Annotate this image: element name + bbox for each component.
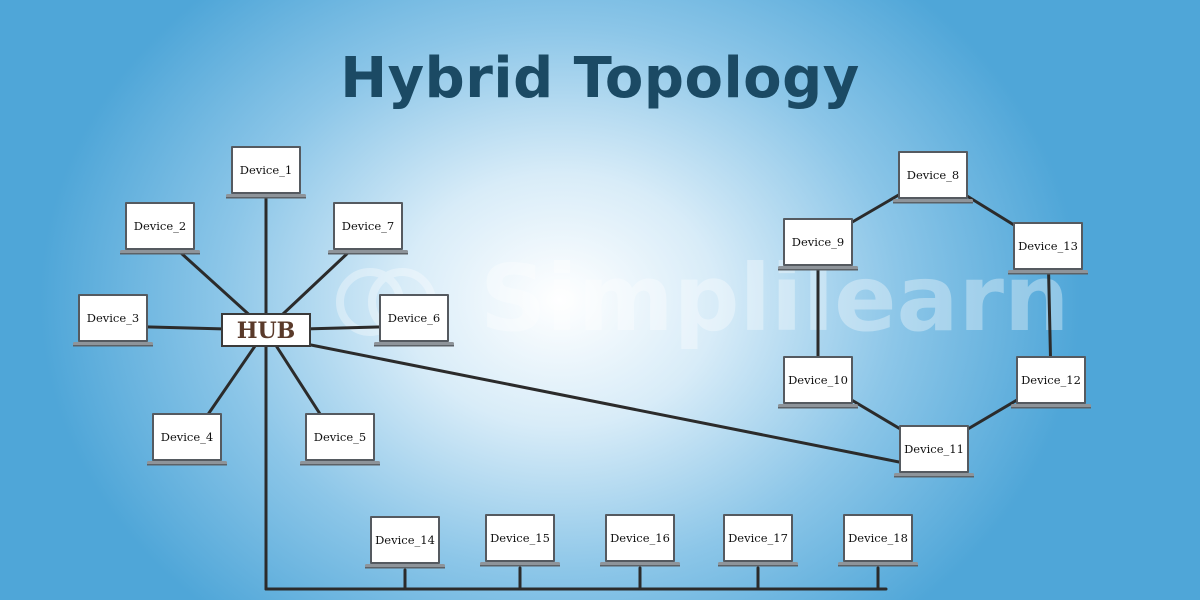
device-node[interactable]: Device_2 bbox=[120, 202, 200, 255]
device-label: Device_13 bbox=[1018, 239, 1078, 253]
device-label: Device_10 bbox=[788, 373, 848, 387]
hub-box bbox=[221, 313, 311, 347]
laptop-base-shadow bbox=[600, 565, 680, 567]
device-label: Device_12 bbox=[1021, 373, 1081, 387]
device-label: Device_11 bbox=[904, 442, 964, 456]
laptop-base-shadow bbox=[893, 202, 973, 204]
laptop-screen bbox=[725, 516, 791, 560]
laptop-screen bbox=[1015, 224, 1081, 268]
laptop-screen bbox=[785, 220, 851, 264]
bridge-link bbox=[304, 342, 906, 465]
device-label: Device_18 bbox=[848, 531, 908, 545]
device-label: Device_14 bbox=[375, 533, 435, 547]
laptop-screen bbox=[233, 148, 299, 192]
device-node[interactable]: Device_13 bbox=[1008, 222, 1088, 275]
device-node[interactable]: Device_1 bbox=[226, 146, 306, 199]
laptop-base-shadow bbox=[1011, 407, 1091, 409]
device-node[interactable]: Device_10 bbox=[778, 356, 858, 409]
laptop-base-shadow bbox=[226, 197, 306, 199]
laptop-screen bbox=[127, 204, 193, 248]
device-node[interactable]: Device_18 bbox=[838, 514, 918, 567]
hub-label: HUB bbox=[237, 318, 296, 344]
device-node[interactable]: Device_6 bbox=[374, 294, 454, 347]
laptop-screen bbox=[80, 296, 146, 340]
device-node[interactable]: Device_11 bbox=[894, 425, 974, 478]
laptop-base-shadow bbox=[1008, 273, 1088, 275]
laptop-base-shadow bbox=[73, 345, 153, 347]
laptop-screen bbox=[1018, 358, 1084, 402]
device-label: Device_4 bbox=[161, 430, 214, 444]
laptop-base-shadow bbox=[778, 269, 858, 271]
laptop-screen bbox=[785, 358, 851, 402]
laptop-base-shadow bbox=[365, 567, 445, 569]
laptop-base-shadow bbox=[718, 565, 798, 567]
laptop-screen bbox=[845, 516, 911, 560]
laptop-base-shadow bbox=[480, 565, 560, 567]
laptop-base-shadow bbox=[778, 407, 858, 409]
device-label: Device_2 bbox=[134, 219, 187, 233]
device-label: Device_9 bbox=[792, 235, 845, 249]
device-node[interactable]: Device_16 bbox=[600, 514, 680, 567]
device-node[interactable]: Device_14 bbox=[365, 516, 445, 569]
device-label: Device_3 bbox=[87, 311, 140, 325]
device-node[interactable]: Device_4 bbox=[147, 413, 227, 466]
device-node[interactable]: Device_15 bbox=[480, 514, 560, 567]
device-node[interactable]: Device_12 bbox=[1011, 356, 1091, 409]
laptop-screen bbox=[372, 518, 438, 562]
device-label: Device_6 bbox=[388, 311, 441, 325]
laptop-screen bbox=[900, 153, 966, 197]
watermark-text: Simplilearn bbox=[480, 245, 1070, 352]
laptop-base-shadow bbox=[120, 253, 200, 255]
laptop-screen bbox=[154, 415, 220, 459]
device-node[interactable]: Device_8 bbox=[893, 151, 973, 204]
laptop-base-shadow bbox=[328, 253, 408, 255]
laptop-screen bbox=[901, 427, 967, 471]
device-node[interactable]: Device_7 bbox=[328, 202, 408, 255]
laptop-base-shadow bbox=[147, 464, 227, 466]
laptop-screen bbox=[607, 516, 673, 560]
device-node[interactable]: Device_17 bbox=[718, 514, 798, 567]
device-label: Device_16 bbox=[610, 531, 670, 545]
watermark: Simplilearn bbox=[330, 245, 1069, 355]
device-label: Device_15 bbox=[490, 531, 550, 545]
laptop-screen bbox=[487, 516, 553, 560]
laptop-screen bbox=[335, 204, 401, 248]
device-label: Device_7 bbox=[342, 219, 395, 233]
device-label: Device_1 bbox=[240, 163, 293, 177]
device-node[interactable]: Device_3 bbox=[73, 294, 153, 347]
hub-node[interactable]: HUB bbox=[221, 313, 311, 347]
laptop-base-shadow bbox=[374, 345, 454, 347]
device-label: Device_8 bbox=[907, 168, 960, 182]
laptop-base-shadow bbox=[300, 464, 380, 466]
laptop-screen bbox=[307, 415, 373, 459]
page-title: Hybrid Topology bbox=[340, 46, 860, 111]
laptop-base-shadow bbox=[838, 565, 918, 567]
laptop-base-shadow bbox=[894, 476, 974, 478]
device-node[interactable]: Device_9 bbox=[778, 218, 858, 271]
laptop-screen bbox=[381, 296, 447, 340]
device-label: Device_17 bbox=[728, 531, 788, 545]
device-label: Device_5 bbox=[314, 430, 367, 444]
device-node[interactable]: Device_5 bbox=[300, 413, 380, 466]
